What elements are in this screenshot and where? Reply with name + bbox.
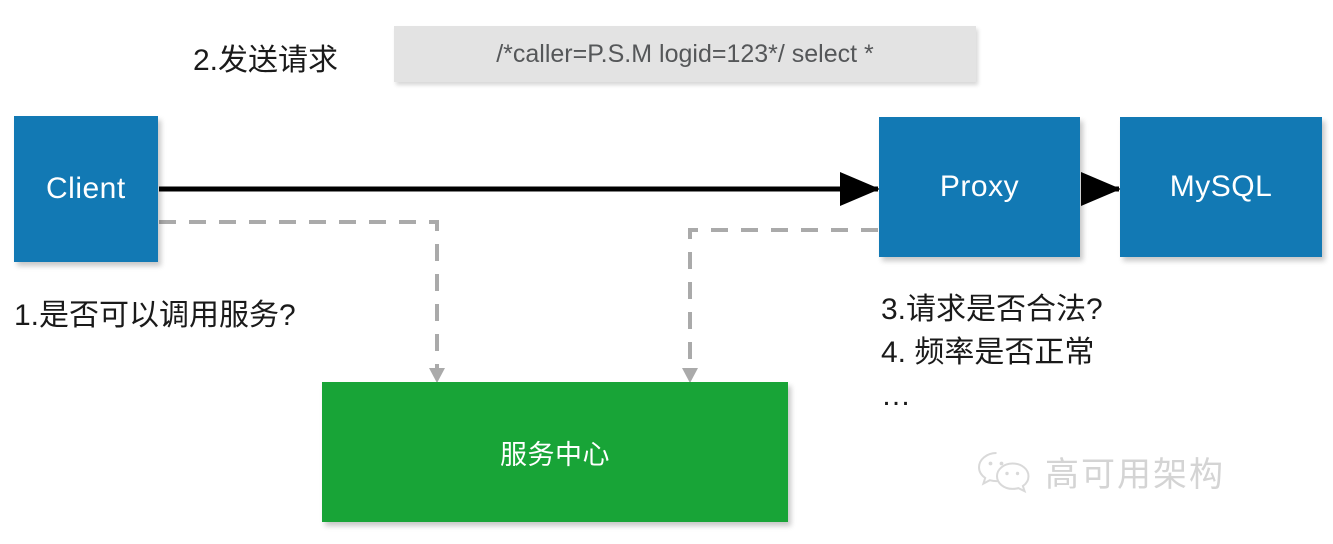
- node-mysql-label: MySQL: [1169, 170, 1273, 203]
- sql-statement-chip: /*caller=P.S.M logid=123*/ select *: [394, 26, 976, 82]
- node-client-label: Client: [46, 172, 126, 205]
- arrowhead-proxy-to-service-center: [682, 368, 698, 383]
- sql-statement-text: /*caller=P.S.M logid=123*/ select *: [496, 39, 874, 68]
- node-client[interactable]: Client: [14, 116, 158, 262]
- step-2-label: 2.发送请求: [193, 44, 339, 77]
- proxy-checks-note-group: 3.请求是否合法? 4. 频率是否正常 …: [881, 291, 1103, 415]
- watermark: 高可用架构: [975, 447, 1225, 496]
- dashed-path-proxy-to-service-center: [688, 228, 878, 370]
- step-1-label: 1.是否可以调用服务?: [14, 299, 296, 332]
- node-mysql[interactable]: MySQL: [1120, 117, 1322, 257]
- arrowhead-client-to-service-center: [429, 368, 445, 383]
- node-service-center-label: 服务中心: [500, 439, 610, 470]
- wechat-icon: [977, 451, 1030, 493]
- node-service-center[interactable]: 服务中心: [322, 382, 788, 522]
- watermark-text: 高可用架构: [1045, 456, 1225, 494]
- step-4-label: 4. 频率是否正常: [881, 336, 1095, 370]
- step-3-label: 3.请求是否合法?: [881, 293, 1103, 326]
- node-proxy[interactable]: Proxy: [879, 117, 1080, 257]
- node-proxy-label: Proxy: [939, 170, 1020, 203]
- more-checks-ellipsis: …: [881, 379, 914, 413]
